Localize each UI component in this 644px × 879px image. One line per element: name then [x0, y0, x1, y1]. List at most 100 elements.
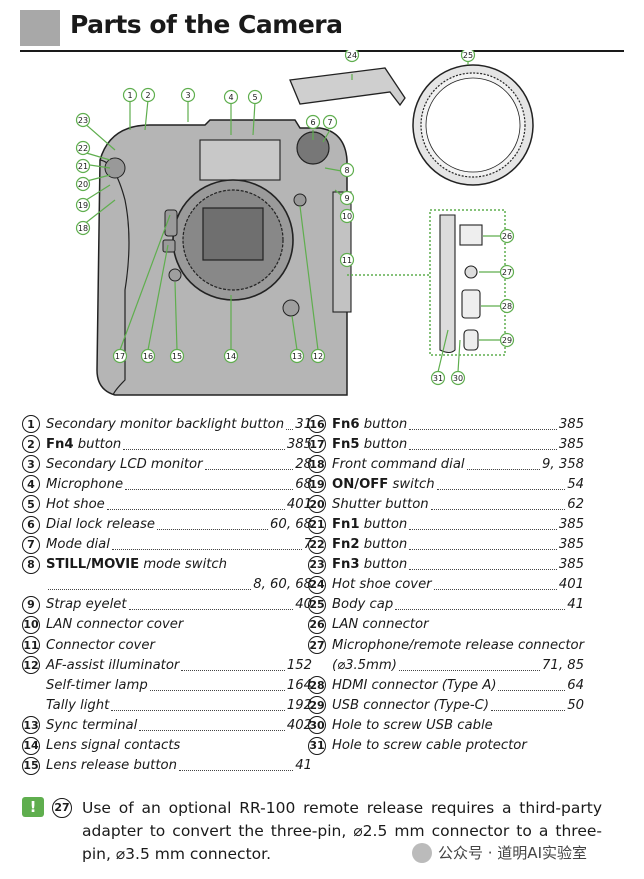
page-reference: 62	[567, 496, 584, 512]
part-number	[22, 696, 40, 714]
part-name: Microphone/remote release connector	[332, 638, 584, 653]
dot-leader	[409, 559, 557, 571]
callout-9: 9	[339, 190, 355, 206]
part-number: 19	[308, 475, 326, 494]
part-name: (⌀3.5mm)	[332, 658, 397, 673]
part-number: 9	[22, 595, 40, 614]
page-reference: 152	[286, 657, 312, 673]
dot-leader	[128, 599, 294, 611]
dot-leader	[398, 660, 541, 671]
part-name: Hole to screw USB cable	[332, 718, 493, 733]
dot-leader	[111, 700, 285, 711]
part-number: 2	[22, 435, 40, 454]
part-name: Connector cover	[46, 638, 155, 653]
callout-label: 10	[342, 212, 352, 221]
part-name: Fn1 button	[332, 517, 407, 532]
dot-leader	[149, 680, 285, 691]
part-name-text: Hot shoe	[46, 496, 105, 512]
page-reference: 385	[558, 416, 584, 432]
dot-leader	[181, 660, 285, 671]
part-number	[22, 576, 40, 594]
part-name-bold: ON/OFF	[332, 476, 389, 492]
part-name: Self-timer lamp	[46, 678, 148, 693]
note-box: ! 27 Use of an optional RR-100 remote re…	[22, 797, 602, 866]
part-number: 7	[22, 535, 40, 554]
callout-label: 16	[143, 352, 153, 361]
part-name: HDMI connector (Type A)	[332, 678, 496, 693]
callout-10: 10	[339, 208, 355, 224]
callout-29: 29	[499, 332, 515, 348]
part-number: 15	[22, 756, 40, 775]
part-name: Shutter button	[332, 497, 429, 512]
part-name: STILL/MOVIE mode switch	[46, 557, 227, 572]
part-name-text: (⌀3.5mm)	[332, 657, 397, 673]
part-row: 9 Strap eyelet 40	[22, 595, 312, 615]
callout-21: 21	[75, 158, 91, 174]
part-name-text: button	[359, 517, 408, 533]
part-number: 3	[22, 455, 40, 474]
page-header: Parts of the Camera	[20, 8, 624, 52]
page-reference: 40	[295, 597, 312, 613]
part-row: 8 STILL/MOVIE mode switch	[22, 555, 312, 575]
dot-leader	[395, 599, 566, 611]
part-number	[22, 676, 40, 694]
part-number: 12	[22, 656, 40, 675]
connector-inset-drawing	[439, 214, 483, 354]
part-name-text: LAN connector cover	[46, 617, 184, 633]
callout-25: 25	[460, 50, 476, 63]
part-number: 27	[308, 636, 326, 655]
part-name: Hot shoe cover	[332, 577, 432, 592]
callout-1: 1	[122, 87, 138, 103]
part-name: Body cap	[332, 597, 393, 612]
part-number: 22	[308, 535, 326, 554]
callout-label: 23	[78, 116, 88, 125]
page-reference: 60, 68	[270, 517, 312, 533]
callout-8: 8	[339, 162, 355, 178]
part-name: USB connector (Type-C)	[332, 698, 489, 713]
part-name: Front command dial	[332, 457, 465, 472]
part-name: Dial lock release	[46, 517, 155, 532]
dot-leader	[433, 579, 557, 591]
hot-shoe-cover-drawing	[289, 67, 406, 107]
part-name: Strap eyelet	[46, 597, 127, 612]
part-number: 25	[308, 595, 326, 614]
watermark: 公众号 · 道明AI实验室	[412, 842, 587, 863]
part-number: 24	[308, 575, 326, 594]
page-reference: 385	[558, 537, 584, 553]
part-name-text: Sync terminal	[46, 717, 138, 733]
callout-27: 27	[499, 264, 515, 280]
part-name-text: LAN connector	[332, 617, 429, 633]
callout-label: 1	[127, 91, 132, 100]
part-name-text: Connector cover	[46, 637, 155, 653]
callout-4: 4	[223, 89, 239, 105]
callout-label: 5	[252, 93, 257, 102]
part-name: LAN connector	[332, 617, 429, 632]
part-row: (⌀3.5mm) 71, 85	[308, 655, 584, 675]
callout-13: 13	[289, 348, 305, 364]
page-reference: 28	[295, 456, 312, 472]
page-reference: 71, 85	[542, 657, 584, 673]
part-number: 8	[22, 555, 40, 574]
callout-label: 27	[502, 268, 512, 277]
callout-label: 12	[313, 352, 323, 361]
part-row: 27 Microphone/remote release connector	[308, 635, 584, 655]
part-name: Lens release button	[46, 758, 177, 773]
part-number: 29	[308, 696, 326, 715]
header-tab-block	[20, 10, 60, 46]
page-reference: 8, 60, 68	[253, 577, 312, 593]
page-reference: 50	[567, 697, 584, 713]
callout-leaders	[82, 60, 507, 373]
body-cap-drawing	[412, 64, 534, 186]
callout-7: 7	[322, 114, 338, 130]
